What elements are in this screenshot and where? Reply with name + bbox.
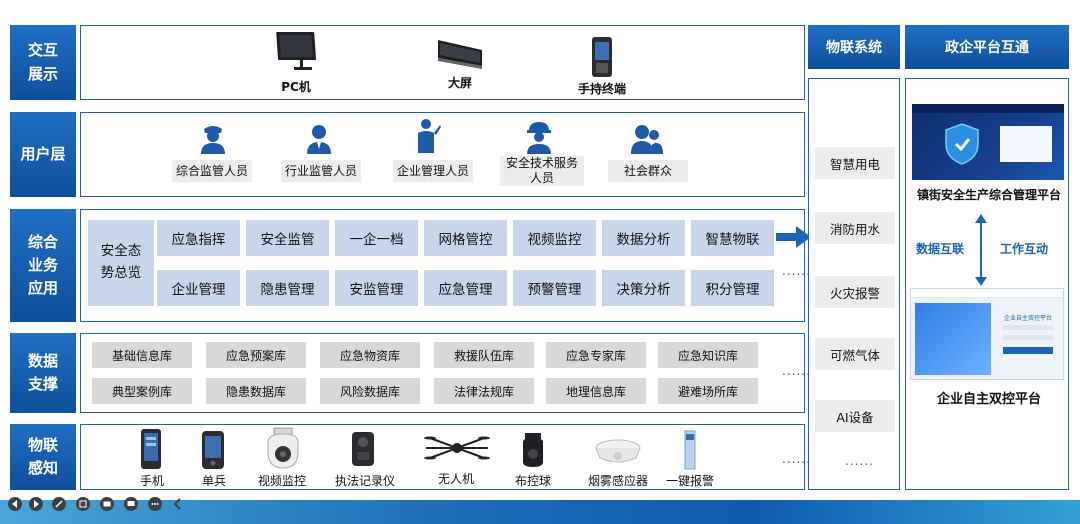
collapse-toolbar-icon[interactable]	[172, 496, 184, 512]
biz-emergency-management: 应急管理	[424, 270, 507, 306]
enterprise-screen-title: 企业自主双控平台	[1003, 315, 1052, 322]
sensing-frame	[80, 424, 805, 490]
prev-slide-icon[interactable]	[8, 497, 22, 511]
db-shelter: 避难场所库	[658, 378, 758, 404]
sensor-label-phone: 手机	[139, 474, 164, 488]
db-risk-data: 风险数据库	[320, 378, 420, 404]
mobile-phone-icon	[138, 428, 164, 470]
device-label-handheld: 手持终端	[577, 82, 626, 96]
layer-label-interaction: 交互 展示	[10, 25, 76, 100]
sensor-label-body-cam: 执法记录仪	[334, 474, 395, 488]
iot-item-fire-water: 消防用水	[815, 212, 895, 244]
biz-emergency-command: 应急指挥	[157, 220, 240, 256]
iot-item-smart-power: 智慧用电	[815, 147, 895, 179]
double-arrow-icon	[975, 214, 987, 286]
work-link-label: 工作互动	[1000, 242, 1049, 256]
sensor-label-deploy-ball: 布控球	[514, 474, 551, 488]
biz-overview: 安全态 势总览	[88, 220, 154, 306]
biz-safety-supervision: 安全监管	[246, 220, 329, 256]
user-chip-comprehensive-supervisor: 综合监管人员	[172, 160, 252, 182]
alarm-pillar-icon	[680, 430, 700, 470]
interaction-frame	[80, 25, 805, 100]
db-emergency-plan: 应急预案库	[206, 342, 306, 368]
db-emergency-expert: 应急专家库	[546, 342, 646, 368]
biz-one-enterprise-file: 一企一档	[335, 220, 418, 256]
drone-icon	[424, 432, 490, 464]
screen-icon[interactable]	[100, 497, 114, 511]
next-slide-icon[interactable]	[29, 497, 43, 511]
biz-smart-iot: 智慧物联	[691, 220, 774, 256]
iot-item-combustible-gas: 可燃气体	[815, 338, 895, 370]
sensor-label-individual: 单兵	[201, 474, 226, 488]
iot-system-header: 物联系统	[808, 25, 900, 69]
biz-decision-analysis: 决策分析	[602, 270, 685, 306]
pen-icon[interactable]	[52, 497, 66, 511]
db-more-dots: ......	[782, 364, 811, 378]
individual-terminal-icon	[200, 430, 226, 470]
biz-enterprise-management: 企业管理	[157, 270, 240, 306]
shield-icon	[945, 123, 979, 165]
handheld-terminal-icon	[590, 36, 614, 78]
biz-warning-management: 预警管理	[513, 270, 596, 306]
db-hazard-data: 隐患数据库	[206, 378, 306, 404]
biz-hazard-management: 隐患管理	[246, 270, 329, 306]
sensor-more-dots: ......	[782, 452, 811, 466]
biz-more-dots: ......	[782, 264, 811, 278]
gov-platform-header: 政企平台互通	[905, 25, 1069, 69]
device-label-pc: PC机	[281, 80, 311, 94]
pc-monitor-icon	[272, 30, 320, 74]
enterprise-manager-icon	[414, 117, 442, 155]
user-chip-industry-supervisor: 行业监管人员	[281, 160, 361, 182]
db-emergency-knowledge: 应急知识库	[658, 342, 758, 368]
db-basic-info: 基础信息库	[92, 342, 192, 368]
town-platform-title: 镇街安全生产综合管理平台	[916, 188, 1061, 202]
sensor-label-alarm: 一键报警	[665, 474, 714, 488]
smoke-detector-icon	[594, 436, 642, 466]
sensor-label-drone: 无人机	[437, 472, 474, 486]
user-frame	[80, 112, 805, 197]
sensor-label-video: 视频监控	[257, 474, 306, 488]
iot-item-ai-device: AI设备	[815, 400, 895, 432]
device-label-big-screen: 大屏	[447, 76, 472, 90]
layer-label-user: 用户层	[10, 112, 76, 197]
enterprise-platform-title: 企业自主双控平台	[936, 392, 1041, 407]
biz-safety-admin: 安监管理	[335, 270, 418, 306]
safety-worker-helmet-icon	[524, 119, 554, 155]
db-emergency-supplies: 应急物资库	[320, 342, 420, 368]
db-typical-case: 典型案例库	[92, 378, 192, 404]
biz-grid-control: 网格管控	[424, 220, 507, 256]
bottom-wave-decoration	[0, 500, 1080, 524]
user-chip-public: 社会群众	[608, 160, 688, 182]
data-link-label: 数据互联	[916, 242, 965, 256]
biz-points-management: 积分管理	[691, 270, 774, 306]
layer-label-data: 数据 支撑	[10, 333, 76, 413]
iot-item-fire-alarm: 火灾报警	[815, 276, 895, 308]
arrow-right-icon	[776, 226, 812, 248]
big-screen-icon	[434, 36, 486, 74]
biz-video-monitoring: 视频监控	[513, 220, 596, 256]
body-camera-icon	[350, 430, 376, 468]
more-options-icon[interactable]	[148, 497, 162, 511]
dome-camera-icon	[264, 426, 302, 470]
town-platform-screenshot	[912, 104, 1064, 180]
screenshot-icon[interactable]	[76, 497, 90, 511]
industry-supervisor-icon	[304, 121, 334, 155]
public-group-icon	[630, 123, 664, 155]
layer-label-iot: 物联 感知	[10, 424, 76, 490]
layer-label-business: 综合 业务 应用	[10, 209, 76, 322]
comment-icon[interactable]	[124, 497, 138, 511]
deploy-ball-camera-icon	[520, 432, 546, 468]
db-laws-regulations: 法律法规库	[434, 378, 534, 404]
supervisor-police-icon	[198, 121, 228, 155]
db-geographic-info: 地理信息库	[546, 378, 646, 404]
db-rescue-team: 救援队伍库	[434, 342, 534, 368]
enterprise-platform-screenshot: 企业自主双控平台	[910, 288, 1064, 380]
user-chip-safety-service: 安全技术服务 人员	[500, 156, 584, 186]
sensor-label-smoke: 烟雾感应器	[587, 474, 648, 488]
biz-data-analysis: 数据分析	[602, 220, 685, 256]
iot-more-dots: ......	[845, 454, 874, 468]
city-isometric-image	[915, 303, 991, 375]
user-chip-enterprise-manager: 企业管理人员	[393, 160, 473, 182]
